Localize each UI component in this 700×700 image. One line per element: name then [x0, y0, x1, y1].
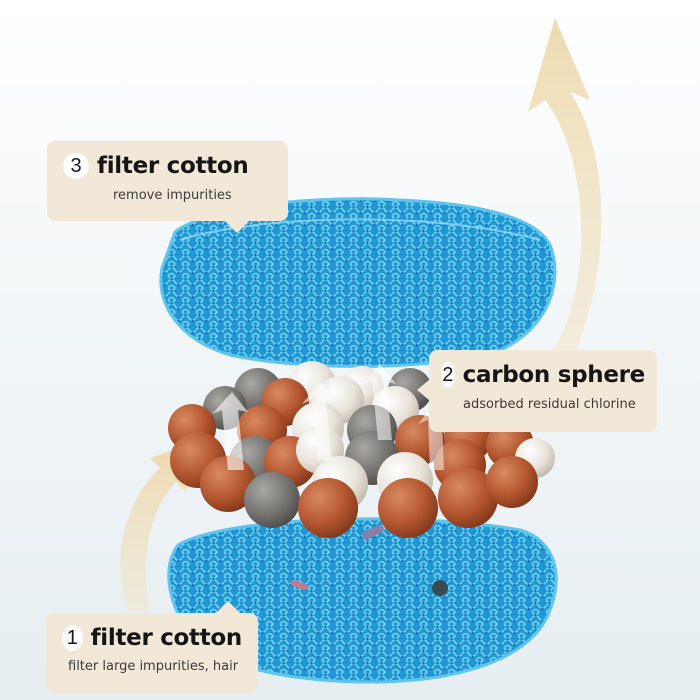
step-number-badge: 3 [63, 153, 89, 179]
callout-title: carbon sphere [462, 362, 646, 388]
callout-filter-cotton-top: 3 filter cotton remove impurities [47, 141, 288, 233]
callout-filter-cotton-bottom: 1 filter cotton filter large impurities,… [46, 601, 258, 693]
step-number-badge: 2 [441, 362, 455, 388]
carbon-spheres [168, 361, 555, 538]
callout-description: filter large impurities, hair [68, 659, 239, 674]
top-filter-sponge [159, 197, 557, 368]
callout-title: filter cotton [97, 153, 249, 179]
callout-description: remove impurities [113, 188, 232, 203]
callout-title: filter cotton [90, 625, 243, 651]
callout-description: adsorbed residual chlorine [463, 397, 636, 412]
callout-carbon-sphere: 2 carbon sphere adsorbed residual chlori… [417, 350, 657, 432]
water-flow-arrow-right [528, 18, 602, 372]
water-flow-arrow-left [120, 440, 200, 612]
step-number-badge: 1 [62, 625, 83, 651]
